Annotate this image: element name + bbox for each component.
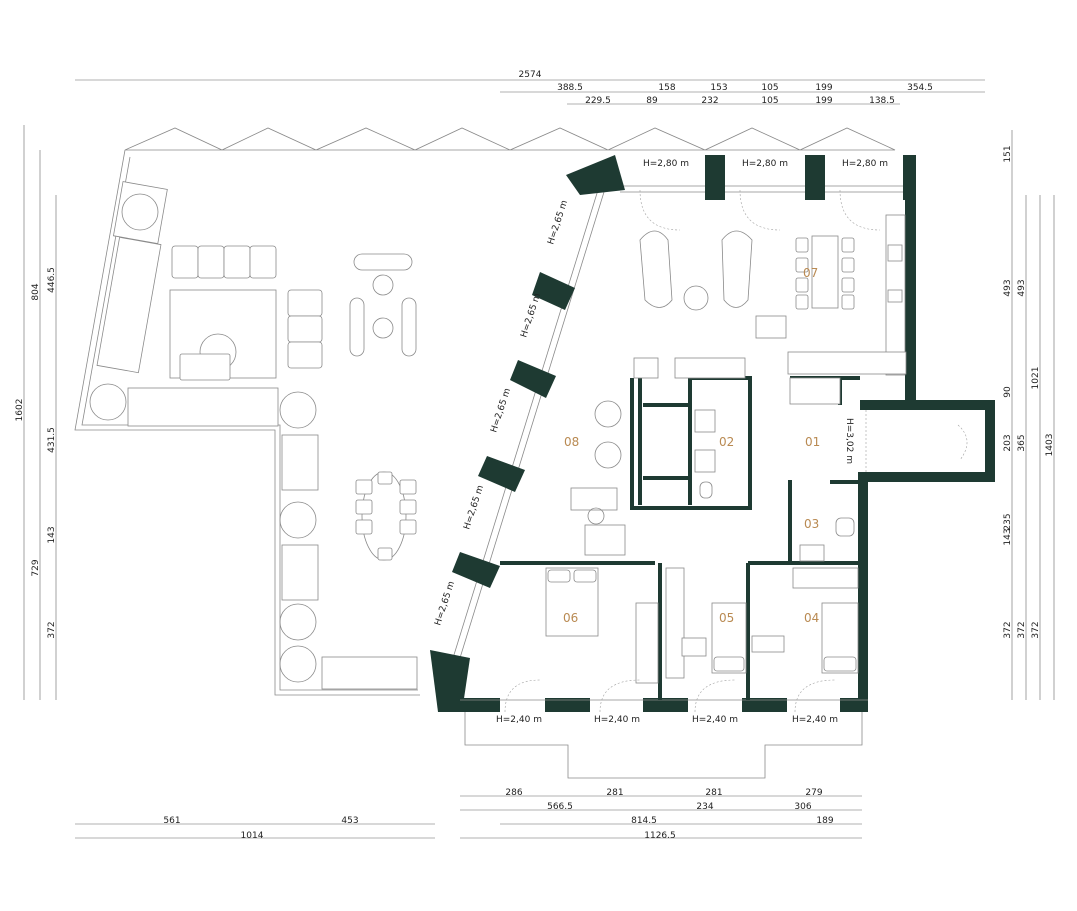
dimension-label: 446.5 xyxy=(47,267,57,293)
dimension-label: 493 xyxy=(1017,279,1027,296)
dimension-label: 229.5 xyxy=(585,96,611,106)
dimension-label: 90 xyxy=(1003,386,1013,398)
dimension-label: 306 xyxy=(794,802,811,812)
height-label: H=2,80 m xyxy=(742,159,788,169)
height-label: H=2,40 m xyxy=(594,715,640,725)
height-label: H=2,65 m xyxy=(433,580,457,627)
dimension-label: 189 xyxy=(816,816,833,826)
dimension-label: 354.5 xyxy=(907,83,933,93)
height-label: H=2,40 m xyxy=(692,715,738,725)
dimension-label: 365 xyxy=(1017,434,1027,451)
dimension-label: 1126.5 xyxy=(644,831,676,841)
dimensions-bottom: 286 281 281 279 566.5 234 306 814.5 189 … xyxy=(75,788,862,841)
dimension-label: 235 xyxy=(1003,513,1013,530)
dimension-label: 814.5 xyxy=(631,816,657,826)
height-label: H=2,65 m xyxy=(546,199,570,246)
dimension-total-width: 2574 xyxy=(519,70,542,80)
dimension-label: 153 xyxy=(710,83,727,93)
dimension-label: 729 xyxy=(31,559,41,576)
height-label: H=2,80 m xyxy=(842,159,888,169)
dimension-label: 372 xyxy=(1031,621,1041,638)
dimension-label: 372 xyxy=(47,621,57,638)
dimension-label: 1014 xyxy=(241,831,264,841)
dimension-label: 105 xyxy=(761,83,778,93)
dimension-label: 203 xyxy=(1003,434,1013,451)
dimension-label: 151 xyxy=(1003,145,1013,162)
room-label-01: 01 xyxy=(805,435,820,449)
apartment-furniture xyxy=(504,189,968,713)
dimension-label: 105 xyxy=(761,96,778,106)
dimension-label: 566.5 xyxy=(547,802,573,812)
height-label: H=2,40 m xyxy=(496,715,542,725)
room-label-07: 07 xyxy=(803,266,818,280)
dimension-label: 89 xyxy=(646,96,658,106)
room-label-08: 08 xyxy=(564,435,579,449)
dimension-label: 388.5 xyxy=(557,83,583,93)
dimension-label: 453 xyxy=(341,816,358,826)
height-label: H=3,02 m xyxy=(844,418,854,464)
dimension-label: 232 xyxy=(701,96,718,106)
dimension-label: 372 xyxy=(1017,621,1027,638)
dimension-label: 286 xyxy=(505,788,522,798)
terrace xyxy=(74,127,896,696)
room-label-04: 04 xyxy=(804,611,819,625)
dimensions-left: 1602 804 729 446.5 431.5 143 372 xyxy=(15,125,57,700)
room-label-02: 02 xyxy=(719,435,734,449)
dimension-label: 281 xyxy=(705,788,722,798)
room-label-06: 06 xyxy=(563,611,578,625)
dimension-label: 431.5 xyxy=(47,427,57,453)
apartment-walls xyxy=(430,155,995,779)
dimension-label: 372 xyxy=(1003,621,1013,638)
dimension-label: 279 xyxy=(805,788,822,798)
dimension-label: 493 xyxy=(1003,279,1013,296)
dimension-label: 199 xyxy=(815,96,832,106)
height-label: H=2,65 m xyxy=(462,484,486,531)
dimension-label: 1021 xyxy=(1031,367,1041,390)
dimension-label: 1403 xyxy=(1045,434,1055,457)
room-labels: 07 08 02 01 03 06 05 04 xyxy=(563,266,820,625)
dimension-label: 143 xyxy=(47,526,57,543)
dimensions-right: 151 493 90 203 235 143 372 493 365 372 1… xyxy=(1003,130,1055,700)
height-label: H=2,65 m xyxy=(489,387,513,434)
room-label-05: 05 xyxy=(719,611,734,625)
dimension-label: 804 xyxy=(31,283,41,300)
dimension-label: 1602 xyxy=(15,399,25,422)
dimension-label: 143 xyxy=(1003,528,1013,545)
dimension-label: 281 xyxy=(606,788,623,798)
dimension-label: 561 xyxy=(163,816,180,826)
room-label-03: 03 xyxy=(804,517,819,531)
height-label: H=2,65 m xyxy=(519,292,543,339)
dimensions-top: 2574 388.5 158 153 105 199 354.5 229.5 8… xyxy=(75,70,985,106)
height-label: H=2,80 m xyxy=(643,159,689,169)
dimension-label: 199 xyxy=(815,83,832,93)
dimension-label: 138.5 xyxy=(869,96,895,106)
dimension-label: 158 xyxy=(658,83,675,93)
dimension-label: 234 xyxy=(696,802,713,812)
height-label: H=2,40 m xyxy=(792,715,838,725)
